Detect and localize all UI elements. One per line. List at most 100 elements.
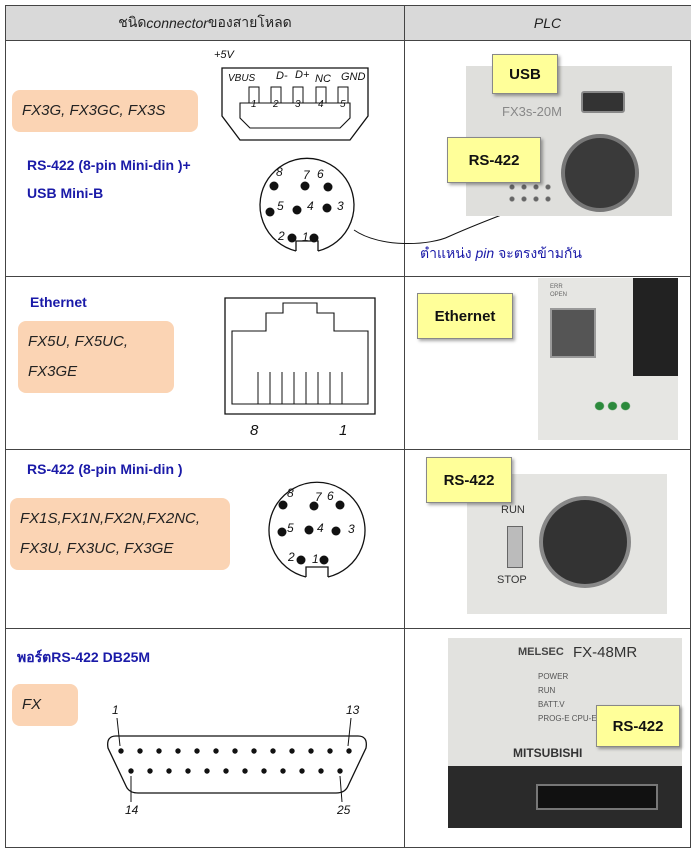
connector-label-ethernet: Ethernet	[30, 294, 87, 310]
header-col1-suffix: ของสายโหลด	[207, 14, 292, 30]
db25-pins-top	[118, 748, 352, 754]
db25-diagram: 1 13 14 25	[107, 703, 367, 817]
plc-photo-rs422-row3: RUN STOP	[467, 474, 667, 614]
leader-line	[339, 775, 343, 803]
connector-label-row1-line2: USB Mini-B	[27, 185, 104, 201]
run-stop-switch	[507, 526, 523, 568]
pin-label: 2	[277, 229, 285, 243]
pin-label: 3	[348, 522, 355, 536]
pin-label: 5	[277, 199, 284, 213]
rj45-port-photo	[550, 308, 596, 358]
pin-label: 1	[312, 552, 319, 566]
header-col1-prefix: ชนิด	[118, 14, 147, 30]
usb-pin	[292, 86, 304, 104]
pin-dot	[335, 500, 345, 510]
header-col2: PLC	[533, 15, 562, 31]
ethernet-diagram: 8 1	[224, 297, 376, 439]
usb-pin	[315, 86, 327, 104]
pin-label: 7	[303, 168, 311, 182]
header-col1-italic: connector	[146, 15, 208, 31]
usb-voltage-label: +5V	[214, 49, 236, 61]
pin-label: 3	[337, 199, 344, 213]
pin-dot	[323, 182, 333, 192]
pin-dot	[319, 555, 329, 565]
plc-photo-fx48mr: MELSEC FX-48MR POWER RUN BATT.V PROG-E C…	[448, 638, 682, 828]
usb-pin-name: D+	[295, 69, 310, 81]
pin-label: 6	[317, 167, 324, 181]
photo-dark-module	[633, 278, 678, 376]
pin-dot	[277, 527, 287, 537]
usb-pin-name: VBUS	[228, 73, 256, 84]
plc-photo-ethernet: ERR OPEN	[538, 278, 678, 440]
callout-usb: USB	[492, 54, 558, 94]
usb-pins	[248, 86, 349, 104]
connector-label-row1-line1: RS-422 (8-pin Mini-din )+	[27, 157, 191, 173]
leader-line	[116, 717, 121, 747]
callout-rs422-row4: RS-422	[596, 705, 680, 747]
pin-label: 2	[287, 550, 295, 564]
photo-brand: MELSEC	[518, 646, 564, 658]
minidin-notch	[295, 240, 319, 251]
header-plc: PLC	[404, 6, 691, 40]
switch-run-label: RUN	[501, 504, 525, 516]
divider	[6, 40, 690, 41]
divider	[6, 276, 690, 277]
pin-dot	[322, 203, 332, 213]
models-tag-row4: FX	[12, 684, 78, 726]
photo-maker: MITSUBISHI	[513, 746, 583, 760]
pin-dot	[265, 207, 275, 217]
pin-dot	[309, 233, 319, 243]
screw-terminal-photo	[506, 181, 554, 206]
pin-label: 6	[327, 489, 334, 503]
connector-label-row3: RS-422 (8-pin Mini-din )	[27, 461, 183, 477]
pin-dot	[304, 525, 314, 535]
divider	[6, 449, 690, 450]
leader-line	[347, 717, 352, 747]
divider	[404, 6, 405, 847]
minidin-diagram-row3: 8 7 6 5 4 3 2 1	[268, 481, 366, 578]
minidin-outline	[259, 157, 355, 252]
photo-model: FX-48MR	[573, 644, 638, 661]
pin-label: 8	[287, 486, 294, 500]
usb-pin-name: D-	[276, 70, 288, 82]
photo-model-text: FX3s-20M	[502, 104, 562, 119]
usb-pin-number: 3	[295, 99, 301, 110]
db25-pin-25-label: 25	[336, 803, 351, 817]
pin-dot	[278, 500, 288, 510]
header-connector-type: ชนิด connector ของสายโหลด	[6, 6, 404, 40]
pin-label: 1	[302, 230, 309, 244]
minidin-port-photo	[561, 134, 639, 212]
usb-port-photo	[581, 91, 625, 113]
models-tag-row3: FX1S,FX1N,FX2N,FX2NC, FX3U, FX3UC, FX3GE	[10, 498, 230, 570]
connector-label-row4: พอร์ตRS-422 DB25M	[17, 649, 151, 665]
divider	[6, 628, 690, 629]
led-label: PROG-E CPU-E	[538, 714, 597, 723]
usb-pin	[337, 86, 349, 104]
models-line: FX3U, FX3UC, FX3GE	[20, 540, 174, 557]
rj45-pin-left: 8	[250, 422, 259, 439]
rj45-pin-right: 1	[339, 422, 347, 439]
db25-pin-13-label: 13	[346, 703, 360, 717]
pin-dot	[287, 233, 297, 243]
note-prefix: ตำแหน่ง	[420, 245, 476, 261]
pin-dot	[296, 555, 306, 565]
db25-pins-bottom	[128, 768, 343, 774]
rj45-pins	[257, 372, 343, 404]
photo-terminals	[593, 400, 633, 412]
db25-pin-1-label: 1	[112, 703, 119, 717]
db25-pin-14-label: 14	[125, 803, 139, 817]
minidin-notch	[305, 566, 329, 577]
photo-led-err: ERR	[550, 284, 563, 290]
pin-dot	[269, 181, 279, 191]
callout-rs422-row3: RS-422	[426, 457, 512, 503]
led-label: POWER	[538, 672, 569, 681]
led-label: BATT.V	[538, 700, 565, 709]
usb-pin	[248, 86, 260, 104]
connector-table: ชนิด connector ของสายโหลด PLC	[5, 5, 691, 848]
minidin-port-photo	[539, 496, 631, 588]
models-tag-row1: FX3G, FX3GC, FX3S	[12, 90, 198, 132]
photo-led-open: OPEN	[550, 292, 568, 298]
pin-opposite-note: ตำแหน่ง pin จะตรงข้ามกัน	[420, 243, 582, 265]
note-italic: pin	[475, 245, 495, 261]
